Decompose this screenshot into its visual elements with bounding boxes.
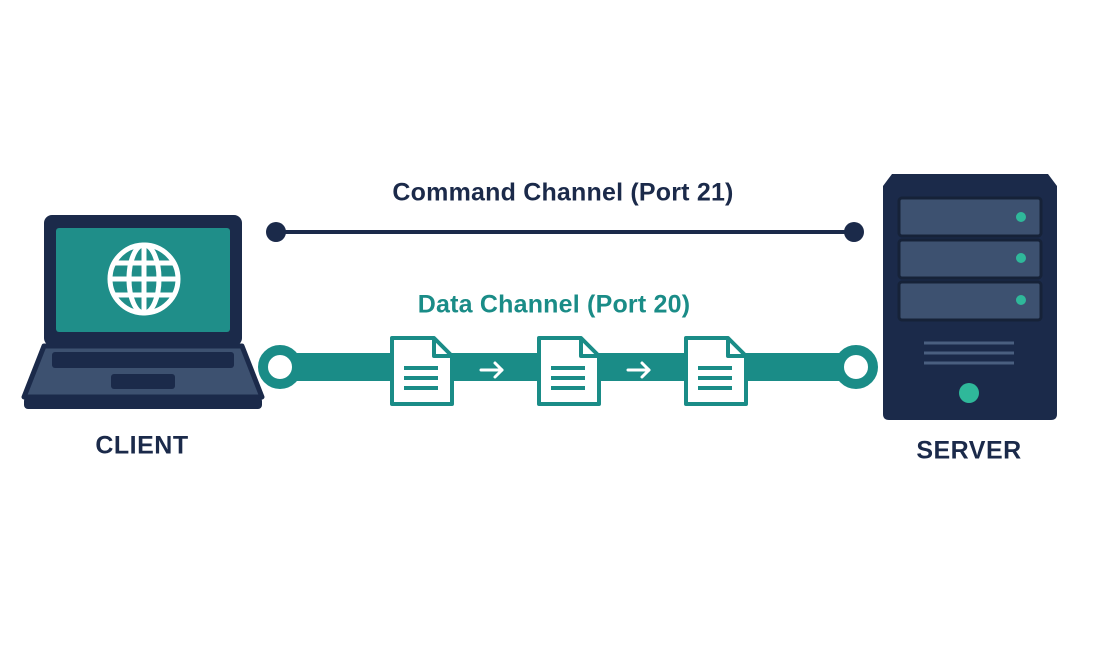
server-label: SERVER	[916, 436, 1022, 465]
client-label: CLIENT	[95, 431, 189, 460]
server-tower-icon	[883, 174, 1057, 420]
laptop-icon	[21, 215, 265, 409]
document-icon	[684, 336, 748, 406]
arrow-right-icon	[626, 361, 651, 379]
command-channel-label: Command Channel (Port 21)	[392, 178, 734, 207]
data-channel-label: Data Channel (Port 20)	[417, 290, 691, 319]
command-channel-line	[266, 222, 864, 242]
arrow-right-icon	[479, 361, 504, 379]
document-icon	[390, 336, 454, 406]
document-icon	[537, 336, 601, 406]
globe-icon	[107, 242, 181, 316]
